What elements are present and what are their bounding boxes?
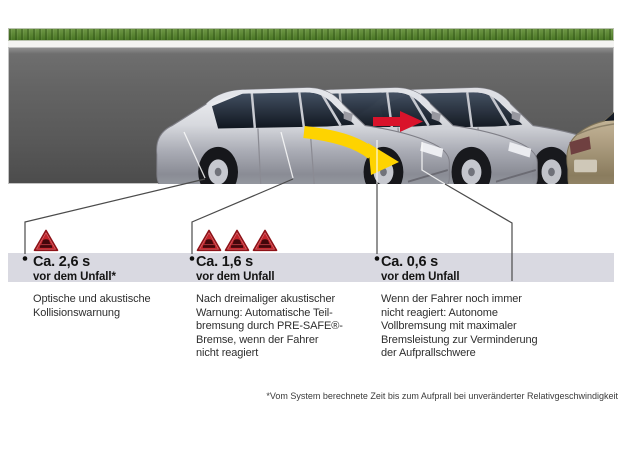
phase-header: Ca. 1,6 s vor dem Unfall (196, 253, 376, 284)
phase-time: Ca. 2,6 s (33, 254, 91, 270)
phase-when: vor dem Unfall (196, 271, 275, 283)
grass-strip (8, 28, 614, 41)
phase-header: Ca. 0,6 s vor dem Unfall (381, 253, 587, 284)
phase-description: Wenn der Fahrer noch immer nicht reagier… (381, 293, 538, 360)
phase-0-6s: Ca. 0,6 s vor dem Unfall Wenn der Fahrer… (381, 226, 587, 361)
phase-description: Nach dreimaliger akustischer Warnung: Au… (196, 293, 343, 360)
collision-warning-triangle-icon (33, 228, 59, 253)
collision-warning-triangle-icon (196, 228, 222, 253)
collision-warning-triangle-icon (252, 228, 278, 253)
warning-icons-row (196, 226, 376, 253)
phase-1-6s: Ca. 1,6 s vor dem Unfall Nach dreimalige… (196, 226, 376, 361)
phase-2-6s: Ca. 2,6 s vor dem Unfall* Optische und a… (33, 226, 193, 320)
phase-description: Optische und akustische Kollisionswarnun… (33, 293, 151, 319)
warning-icons-row (33, 226, 193, 253)
road-scene-photo (8, 28, 614, 184)
vehicles-layer (8, 47, 614, 184)
phase-time: Ca. 0,6 s (381, 254, 439, 270)
collision-warning-triangle-icon (224, 228, 250, 253)
guardrail-strip (8, 41, 614, 47)
evasive-path-arrow-icon (303, 126, 399, 175)
warning-icons-row (381, 226, 587, 253)
impact-direction-arrow-icon (373, 111, 423, 132)
footnote: *Vom System berechnete Zeit bis zum Aufp… (266, 391, 618, 401)
phase-header: Ca. 2,6 s vor dem Unfall* (33, 253, 193, 284)
phase-when: vor dem Unfall (381, 271, 460, 283)
phase-time: Ca. 1,6 s (196, 254, 254, 270)
phase-when: vor dem Unfall* (33, 271, 116, 283)
timeline-band (8, 253, 614, 282)
